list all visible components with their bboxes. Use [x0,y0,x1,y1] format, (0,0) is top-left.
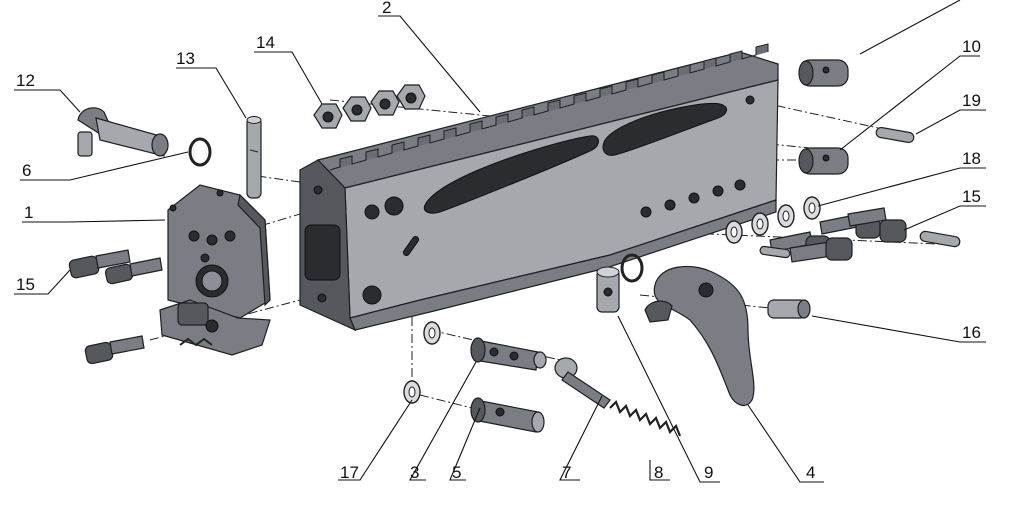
spring-8 [609,400,682,437]
cross-pin-5 [470,397,545,433]
lever-pin [77,107,169,157]
side-hole-row [640,179,746,218]
callout-19: 19 [962,91,981,110]
left-cap-screws [68,249,163,365]
callout-12: 12 [16,71,35,90]
callout-3: 3 [410,463,419,482]
washers-17 [403,321,441,404]
callout-10: 10 [962,37,981,56]
callout-18: 18 [962,149,981,168]
callout-8: 8 [654,463,663,482]
washers-18 [725,196,821,244]
callouts: 1 2 3 4 5 6 7 8 9 10 12 13 14 15 15 16 1… [16,0,981,482]
callout-14: 14 [256,33,275,52]
callout-2: 2 [382,0,391,17]
callout-15-left: 15 [16,275,35,294]
callout-17: 17 [340,463,359,482]
screw-16 [767,299,811,319]
bushing-9 [596,253,644,313]
callout-15-right: 15 [962,187,981,206]
right-bushing-top [798,59,849,87]
callout-6: 6 [22,161,31,180]
receiver-body [299,43,779,332]
callout-5: 5 [452,463,461,482]
rail-teeth [329,43,769,171]
cross-pin-3 [470,337,547,371]
callout-9: 9 [704,463,713,482]
callout-16: 16 [962,323,981,342]
vertical-pin [246,116,262,199]
plunger-7 [554,357,611,409]
callout-4: 4 [806,463,815,482]
dowel-pin-19 [875,126,915,144]
hook-lever-4 [644,265,755,407]
right-cap-screws-15 [759,207,961,263]
callout-13: 13 [176,49,195,68]
right-bushing-10 [798,147,849,175]
end-block [159,184,271,356]
nuts-row [313,84,426,129]
callout-7: 7 [562,463,571,482]
o-ring-6 [188,137,212,167]
leader-lines [14,0,986,483]
callout-1: 1 [24,203,33,222]
